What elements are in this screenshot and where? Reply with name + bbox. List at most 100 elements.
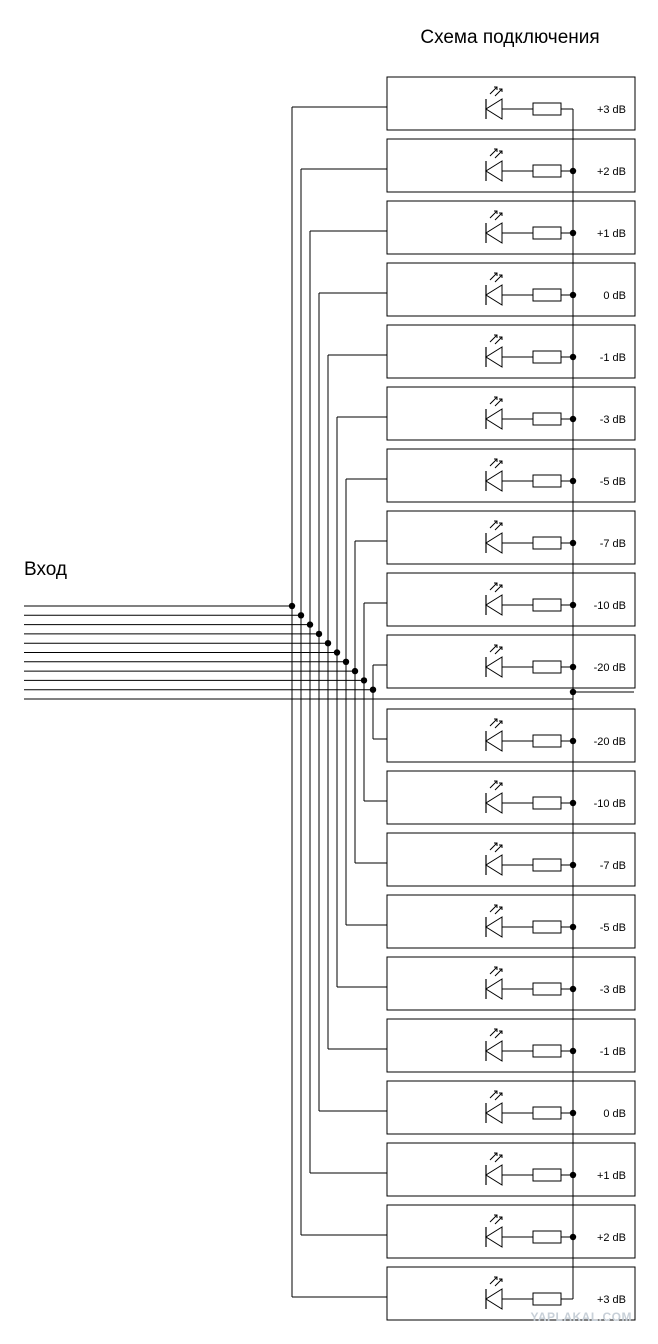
module-upper-6: -3 dB (386, 386, 636, 441)
module-box (386, 386, 636, 441)
light-arrow-icon (489, 272, 498, 281)
light-arrow-icon (494, 1154, 503, 1163)
led-icon (485, 408, 503, 430)
junction-dot (569, 688, 577, 696)
led-icon (485, 470, 503, 492)
channel-label: -3 dB (600, 414, 626, 426)
light-arrow-icon (489, 966, 498, 975)
light-arrow-icon (494, 336, 503, 345)
light-arrow-icon (489, 334, 498, 343)
channel-label: -7 dB (600, 538, 626, 550)
module-lower-1: -20 dB (386, 708, 636, 763)
resistor-icon (532, 858, 562, 872)
junction-dot (324, 640, 332, 647)
light-arrow-icon (489, 1214, 498, 1223)
light-arrow-icon (494, 968, 503, 977)
junction-dot (569, 923, 577, 931)
led-icon (485, 532, 503, 554)
light-arrow-icon (494, 584, 503, 593)
module-box (386, 510, 636, 565)
channel-label: +3 dB (597, 104, 626, 116)
light-arrow-icon (489, 86, 498, 95)
module-box (386, 448, 636, 503)
junction-dot (360, 677, 368, 684)
light-arrow-icon (489, 458, 498, 467)
led-icon (485, 916, 503, 938)
channel-label: -7 dB (600, 860, 626, 872)
light-arrow-icon (489, 904, 498, 913)
junction-dot (569, 1047, 577, 1055)
module-upper-10: -20 dB (386, 634, 636, 689)
resistor-icon (532, 288, 562, 302)
resistor-icon (532, 1168, 562, 1182)
resistor-icon (532, 1044, 562, 1058)
resistor-icon (532, 102, 562, 116)
input-label: Вход (24, 559, 67, 580)
junction-dot (569, 539, 577, 547)
channel-label: +2 dB (597, 1232, 626, 1244)
junction-dot (369, 686, 377, 693)
diagram-title: Схема подключения (420, 27, 599, 48)
module-box (386, 324, 636, 379)
resistor-icon (532, 1292, 562, 1306)
watermark: YAPLAKAL.COM (530, 1310, 632, 1324)
module-lower-10: +3 dB (386, 1266, 636, 1321)
module-upper-9: -10 dB (386, 572, 636, 627)
wires (24, 106, 634, 1299)
junction-dot (569, 353, 577, 361)
module-box (386, 770, 636, 825)
light-arrow-icon (494, 844, 503, 853)
module-box (386, 76, 636, 131)
module-box (386, 1080, 636, 1135)
channel-label: -20 dB (594, 736, 626, 748)
resistor-icon (532, 1106, 562, 1120)
module-upper-4: 0 dB (386, 262, 636, 317)
led-icon (485, 160, 503, 182)
light-arrow-icon (494, 1216, 503, 1225)
light-arrow-icon (489, 1090, 498, 1099)
junction-dot (569, 601, 577, 609)
junction-dot (333, 649, 341, 656)
channel-label: +1 dB (597, 228, 626, 240)
junction-dot (288, 602, 296, 610)
light-arrow-icon (494, 720, 503, 729)
light-arrow-icon (489, 644, 498, 653)
module-upper-1: +3 dB (386, 76, 636, 131)
junction-dot (342, 658, 350, 665)
light-arrow-icon (489, 842, 498, 851)
resistor-icon (532, 734, 562, 748)
junction-dot (569, 861, 577, 869)
resistor-icon (532, 660, 562, 674)
junction-dot (569, 799, 577, 807)
module-lower-5: -3 dB (386, 956, 636, 1011)
led-icon (485, 792, 503, 814)
light-arrow-icon (494, 646, 503, 655)
module-lower-2: -10 dB (386, 770, 636, 825)
light-arrow-icon (494, 88, 503, 97)
light-arrow-icon (494, 1278, 503, 1287)
module-upper-5: -1 dB (386, 324, 636, 379)
light-arrow-icon (494, 1030, 503, 1039)
light-arrow-icon (494, 212, 503, 221)
channel-label: 0 dB (603, 290, 626, 302)
light-arrow-icon (494, 906, 503, 915)
light-arrow-icon (489, 1276, 498, 1285)
module-box (386, 200, 636, 255)
module-lower-3: -7 dB (386, 832, 636, 887)
channel-label: -5 dB (600, 476, 626, 488)
module-lower-8: +1 dB (386, 1142, 636, 1197)
channel-label: -3 dB (600, 984, 626, 996)
light-arrow-icon (489, 780, 498, 789)
module-box (386, 1204, 636, 1259)
junction-dot (569, 167, 577, 175)
led-icon (485, 730, 503, 752)
resistor-icon (532, 982, 562, 996)
channel-label: -20 dB (594, 662, 626, 674)
module-box (386, 832, 636, 887)
light-arrow-icon (489, 718, 498, 727)
junction-dot (569, 737, 577, 745)
module-box (386, 1142, 636, 1197)
led-icon (485, 978, 503, 1000)
light-arrow-icon (494, 1092, 503, 1101)
